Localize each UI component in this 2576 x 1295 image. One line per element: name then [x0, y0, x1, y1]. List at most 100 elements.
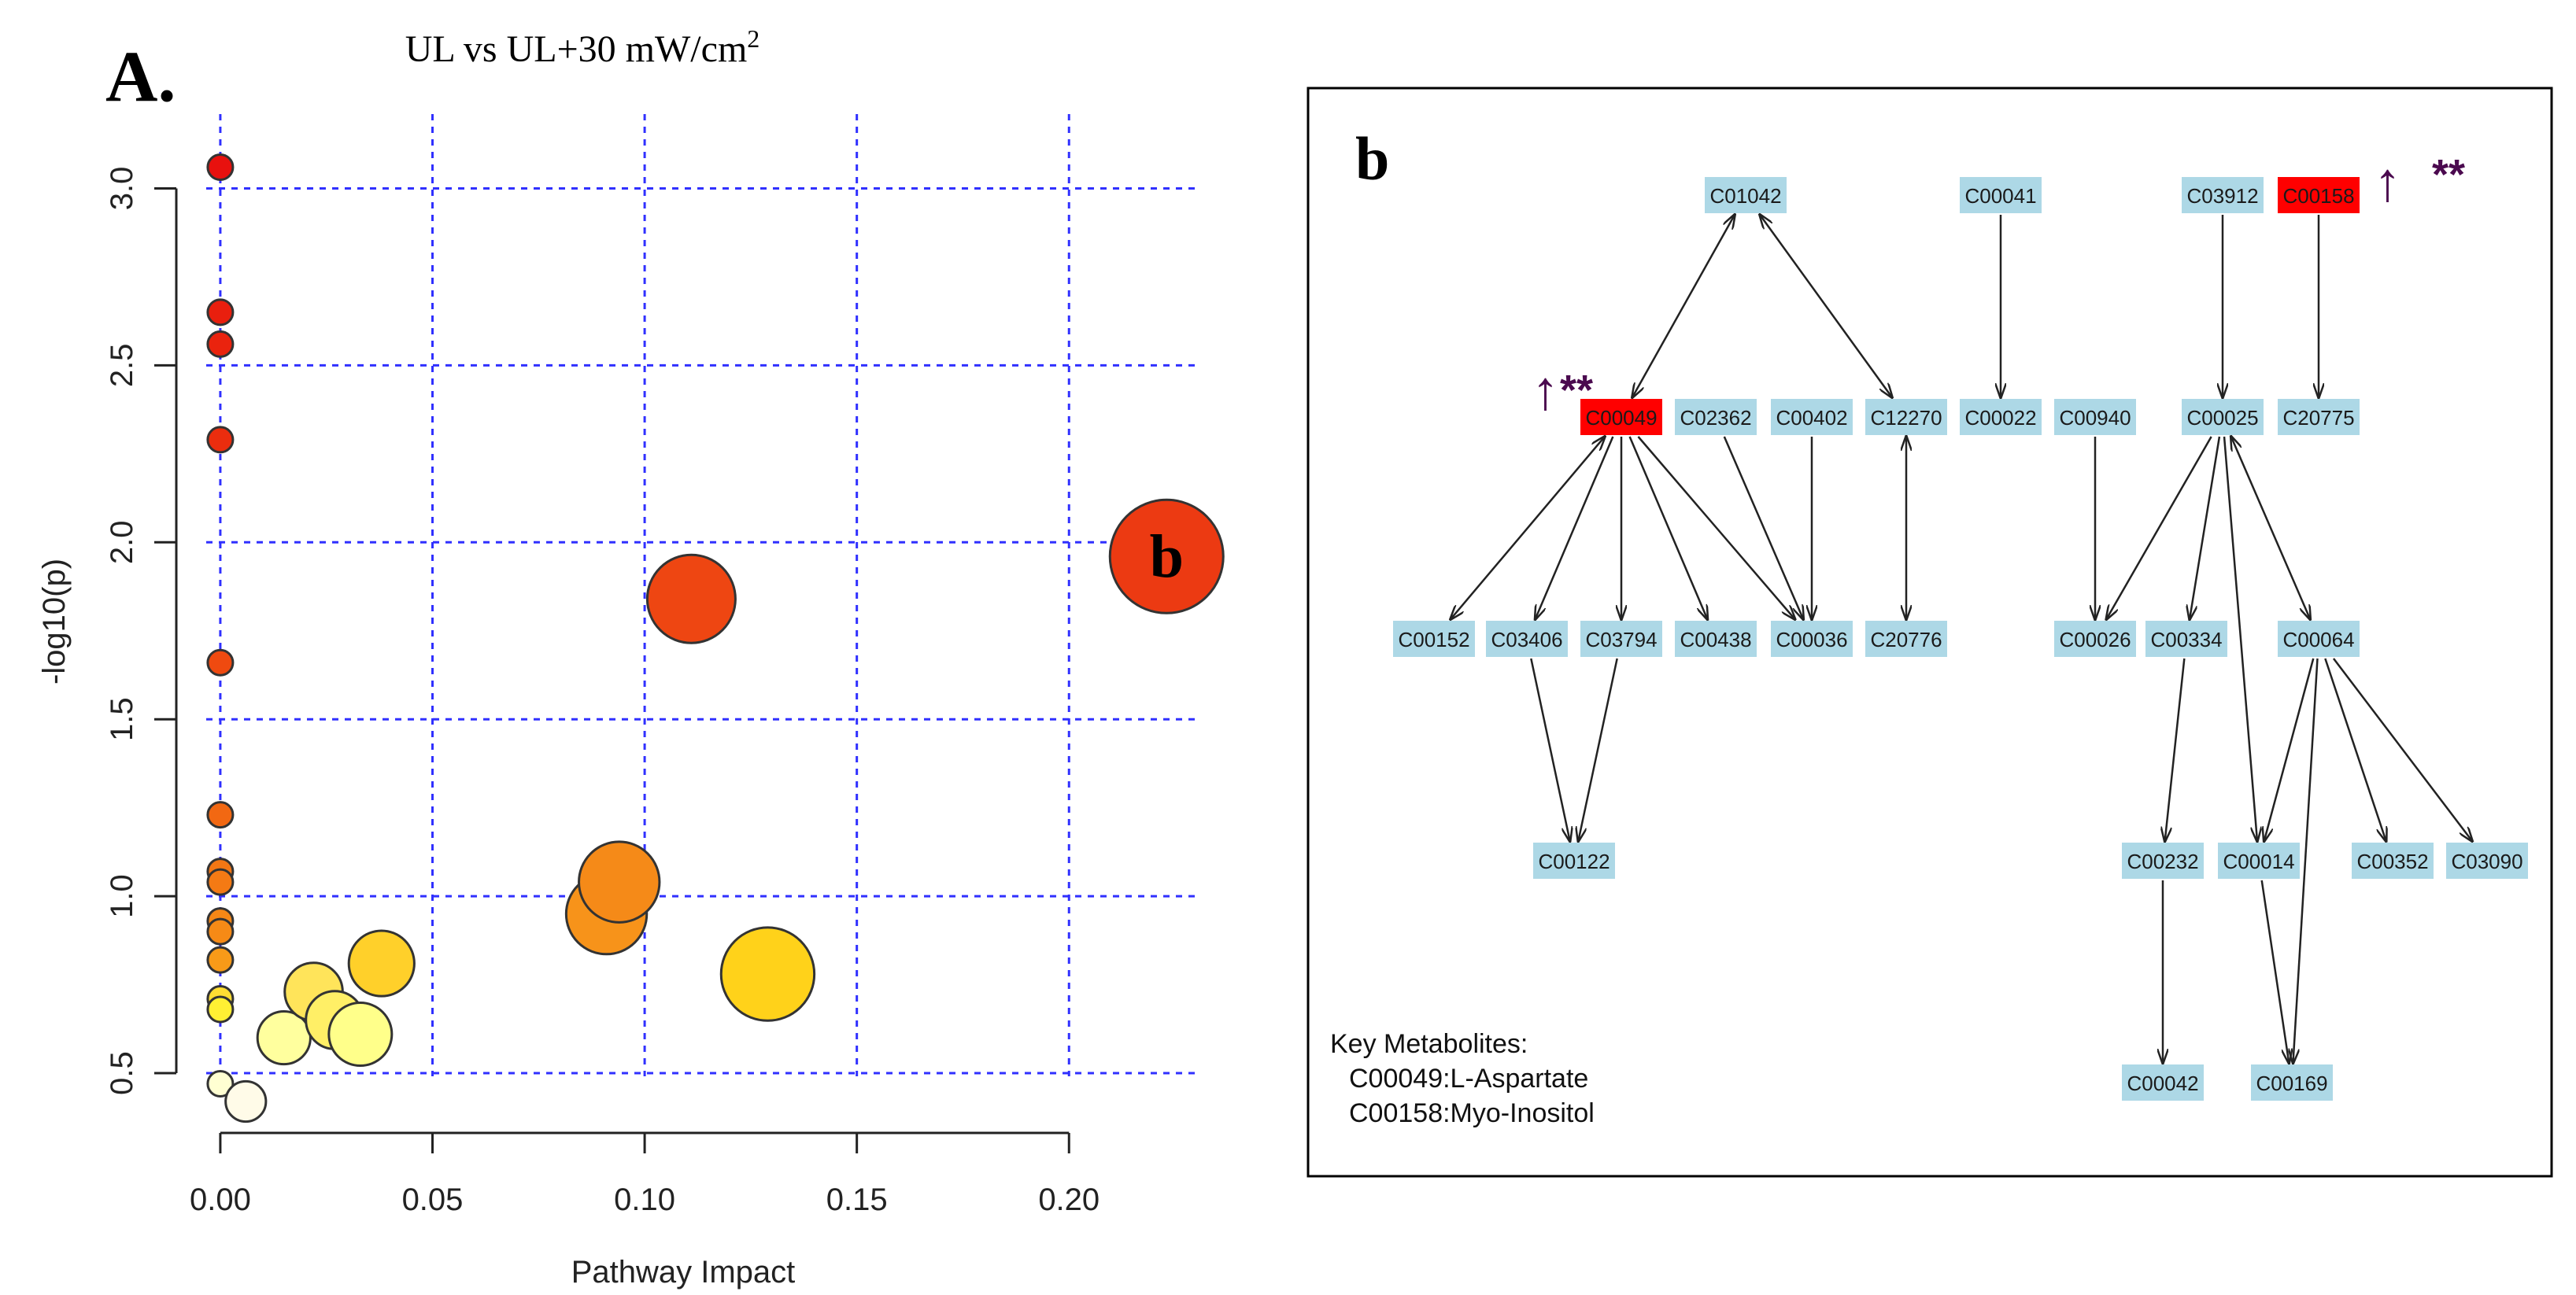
node-box [1771, 621, 1853, 657]
node-C00022: C00022 [1960, 399, 2042, 435]
data-points [206, 153, 1225, 1123]
y-tick-label: 1.5 [105, 697, 139, 741]
node-C01042: C01042 [1705, 177, 1787, 213]
node-box [1960, 399, 2042, 435]
node-C00152: C00152 [1393, 621, 1475, 657]
node-label: C01042 [1709, 184, 1781, 208]
x-tick-label: 0.05 [402, 1182, 464, 1217]
y-tick-label: 2.5 [105, 344, 139, 388]
edge-C00049-C03406 [1536, 436, 1614, 619]
node-box [1533, 843, 1615, 879]
node-C00334: C00334 [2145, 621, 2227, 657]
node-C00158: C00158 [2278, 177, 2360, 213]
network-edges [1451, 215, 2472, 1063]
key-title: Key Metabolites: [1330, 1029, 1528, 1059]
grid-lines [206, 114, 1196, 1076]
edge-C02362-C00036 [1723, 436, 1803, 619]
significance-stars-c00049: ** [1560, 367, 1593, 414]
edge-C03794-C00122 [1578, 658, 1618, 841]
node-box [2054, 399, 2136, 435]
data-point-15 [256, 1009, 312, 1066]
data-point-7 [206, 868, 235, 896]
x-tick-label: 0.15 [826, 1182, 888, 1217]
y-tick-label: 1.0 [105, 874, 139, 918]
data-point-12 [206, 995, 235, 1024]
up-arrow-c00049: ↑ [1532, 361, 1559, 422]
node-label: C00022 [1964, 406, 2036, 430]
node-label: C03406 [1491, 628, 1562, 651]
node-C00169: C00169 [2251, 1064, 2333, 1101]
node-C00049: C00049 [1580, 399, 1662, 435]
node-label: C00122 [1538, 850, 1610, 873]
node-C20775: C20775 [2278, 399, 2360, 435]
significance-stars-c00158: ** [2432, 151, 2465, 198]
data-point-3 [206, 426, 235, 454]
up-regulation-marks: ↑ ** ↑ ** [1532, 151, 2465, 422]
data-point-21 [578, 840, 661, 924]
node-C00014: C00014 [2218, 843, 2300, 879]
key-line-aspartate: C00049:L-Aspartate [1349, 1064, 1588, 1094]
node-C03090: C03090 [2446, 843, 2528, 879]
node-label: C00049 [1585, 406, 1657, 430]
data-point-1 [206, 298, 235, 327]
y-tick-label: 3.0 [105, 167, 139, 211]
node-box [1865, 621, 1947, 657]
node-C00438: C00438 [1675, 621, 1757, 657]
node-box [1705, 177, 1787, 213]
up-arrow-c00158: ↑ [2374, 153, 2401, 213]
chart-title-superscript: 2 [747, 24, 759, 53]
node-label: C03794 [1585, 628, 1657, 651]
x-axis-label: Pathway Impact [571, 1255, 796, 1289]
chart-title-main: UL vs UL+30 mW/cm [405, 28, 748, 70]
node-box [1865, 399, 1947, 435]
node-label: C00152 [1398, 628, 1469, 651]
network-frame [1306, 87, 2553, 1178]
edge-C00049-C00036 [1637, 436, 1794, 619]
key-metabolites-legend: Key Metabolites: C00049:L-Aspartate C001… [1330, 1029, 1595, 1128]
node-box [2251, 1064, 2333, 1101]
node-label: C03912 [2186, 184, 2258, 208]
edge-C00064-C00169 [2293, 658, 2319, 1063]
node-box [2122, 843, 2204, 879]
x-tick-label: 0.00 [190, 1182, 251, 1217]
node-C02362: C02362 [1675, 399, 1757, 435]
data-point-23 [719, 926, 816, 1022]
data-point-14 [224, 1079, 268, 1123]
node-box [2278, 621, 2360, 657]
node-C00064: C00064 [2278, 621, 2360, 657]
edge-C00064-C00014 [2264, 658, 2315, 841]
node-label: C00014 [2223, 850, 2294, 873]
node-box [1580, 621, 1662, 657]
node-label: C00025 [2186, 406, 2258, 430]
node-box [2278, 177, 2360, 213]
node-box [1393, 621, 1475, 657]
node-box [1580, 399, 1662, 435]
node-label: C00158 [2282, 184, 2354, 208]
node-label: C00036 [1776, 628, 1847, 651]
node-label: C00438 [1680, 628, 1751, 651]
node-box [2182, 399, 2264, 435]
node-label: C03090 [2451, 850, 2522, 873]
edge-C00334-C00232 [2165, 658, 2186, 841]
edge-C00064-C03090 [2332, 658, 2472, 841]
node-box [2122, 1064, 2204, 1101]
edge-C00064-C00352 [2324, 658, 2386, 841]
node-box [1960, 177, 2042, 213]
node-C00036: C00036 [1771, 621, 1853, 657]
x-tick-label: 0.10 [614, 1182, 675, 1217]
node-label: C00041 [1964, 184, 2036, 208]
node-C00232: C00232 [2122, 843, 2204, 879]
node-box [2446, 843, 2528, 879]
node-box [1771, 399, 1853, 435]
edge-C00025-C00026 [2106, 436, 2212, 619]
node-C03912: C03912 [2182, 177, 2264, 213]
data-point-2 [206, 330, 235, 358]
node-label: C00334 [2150, 628, 2222, 651]
edge-C01042-C12270 [1760, 215, 1892, 397]
edge-C00025-C00334 [2190, 436, 2221, 619]
node-C00940: C00940 [2054, 399, 2136, 435]
point-callout-b: b [1150, 522, 1184, 590]
